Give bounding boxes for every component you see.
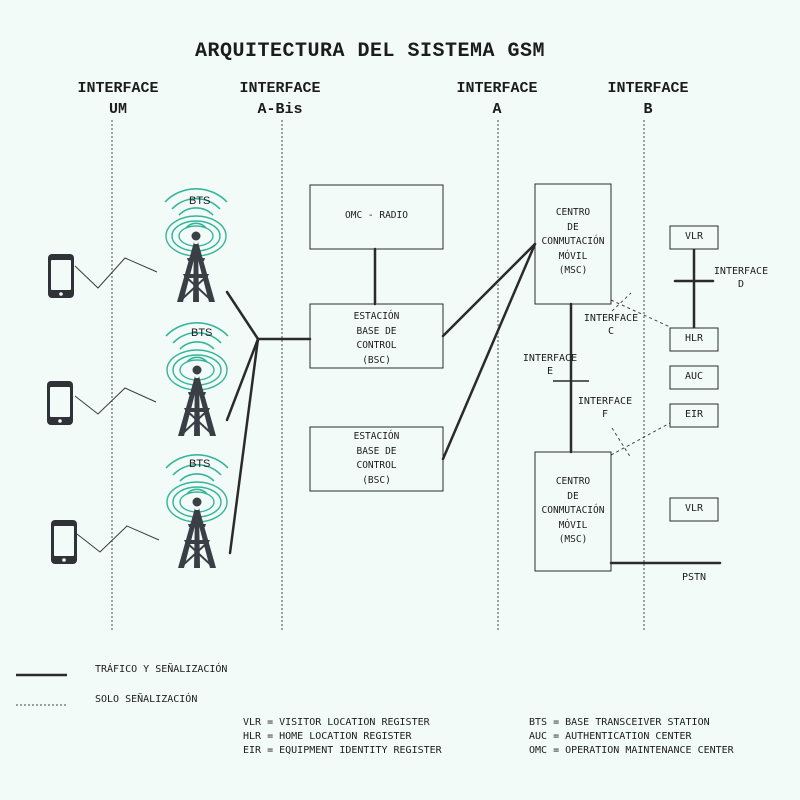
hlr-label: HLR — [684, 333, 704, 344]
pstn-label: PSTN — [682, 572, 707, 583]
vlr-label-1: VLR — [684, 231, 704, 242]
signalling-lines — [610, 292, 671, 459]
interface-b-label: INTERFACE B — [607, 80, 689, 118]
smartphone-icon — [51, 520, 77, 564]
smartphone-icon — [48, 254, 74, 298]
msc-box-1 — [534, 183, 612, 305]
abbr-vlr: VLR = VISITOR LOCATION REGISTER — [243, 717, 430, 728]
hlr-box — [669, 327, 719, 352]
vlr-box-1 — [669, 225, 719, 250]
traffic-lines — [225, 242, 722, 565]
msc-label-1: CENTRO DE CONMUTACIÓN MÓVIL (MSC) — [541, 207, 605, 276]
msc-label-2: CENTRO DE CONMUTACIÓN MÓVIL (MSC) — [541, 476, 605, 545]
abbr-hlr: HLR = HOME LOCATION REGISTER — [243, 731, 412, 742]
bsc-box-2 — [309, 426, 444, 492]
bts-label: BTS — [189, 458, 211, 470]
bts-label: BTS — [191, 327, 213, 339]
bsc-label-2: ESTACIÓN BASE DE CONTROL (BSC) — [353, 431, 400, 486]
bsc-label-1: ESTACIÓN BASE DE CONTROL (BSC) — [353, 311, 400, 366]
msc-box-2 — [534, 451, 612, 572]
abbr-auc: AUC = AUTHENTICATION CENTER — [529, 731, 692, 742]
smartphone-icon — [47, 381, 73, 425]
interface-dividers — [111, 120, 645, 632]
bsc-box-1 — [309, 303, 444, 369]
boxes — [309, 183, 719, 572]
eir-box — [669, 403, 719, 428]
interface-d-label: INTERFACE D — [713, 266, 769, 290]
legend-solid-label: TRÁFICO Y SEÑALIZACIÓN — [95, 664, 228, 675]
legend-dashed-label: SOLO SEÑALIZACIÓN — [95, 694, 198, 705]
vlr-box-2 — [669, 497, 719, 522]
abbr-eir: EIR = EQUIPMENT IDENTITY REGISTER — [243, 745, 442, 756]
interface-f-label: INTERFACE F — [577, 396, 633, 420]
cell-tower-icon — [165, 321, 229, 437]
bts-label: BTS — [189, 195, 211, 207]
eir-label: EIR — [684, 409, 704, 420]
auc-label: AUC — [684, 371, 704, 382]
interface-e-label: INTERFACE E — [522, 353, 578, 377]
diagram-title: ARQUITECTURA DEL SISTEMA GSM — [194, 40, 546, 63]
abbr-omc: OMC = OPERATION MAINTENANCE CENTER — [529, 745, 734, 756]
interface-a-label: INTERFACE A — [456, 80, 538, 118]
omc-box — [309, 184, 444, 250]
abbr-bts: BTS = BASE TRANSCEIVER STATION — [529, 717, 710, 728]
radio-links — [74, 257, 160, 553]
interface-um-label: INTERFACE UM — [77, 80, 159, 118]
cell-tower-icon — [165, 453, 229, 569]
vlr-label-2: VLR — [684, 503, 704, 514]
interface-c-label: INTERFACE C — [583, 313, 639, 337]
auc-box — [669, 365, 719, 390]
interface-abis-label: INTERFACE A-Bis — [239, 80, 321, 118]
omc-label: OMC - RADIO — [345, 210, 408, 221]
